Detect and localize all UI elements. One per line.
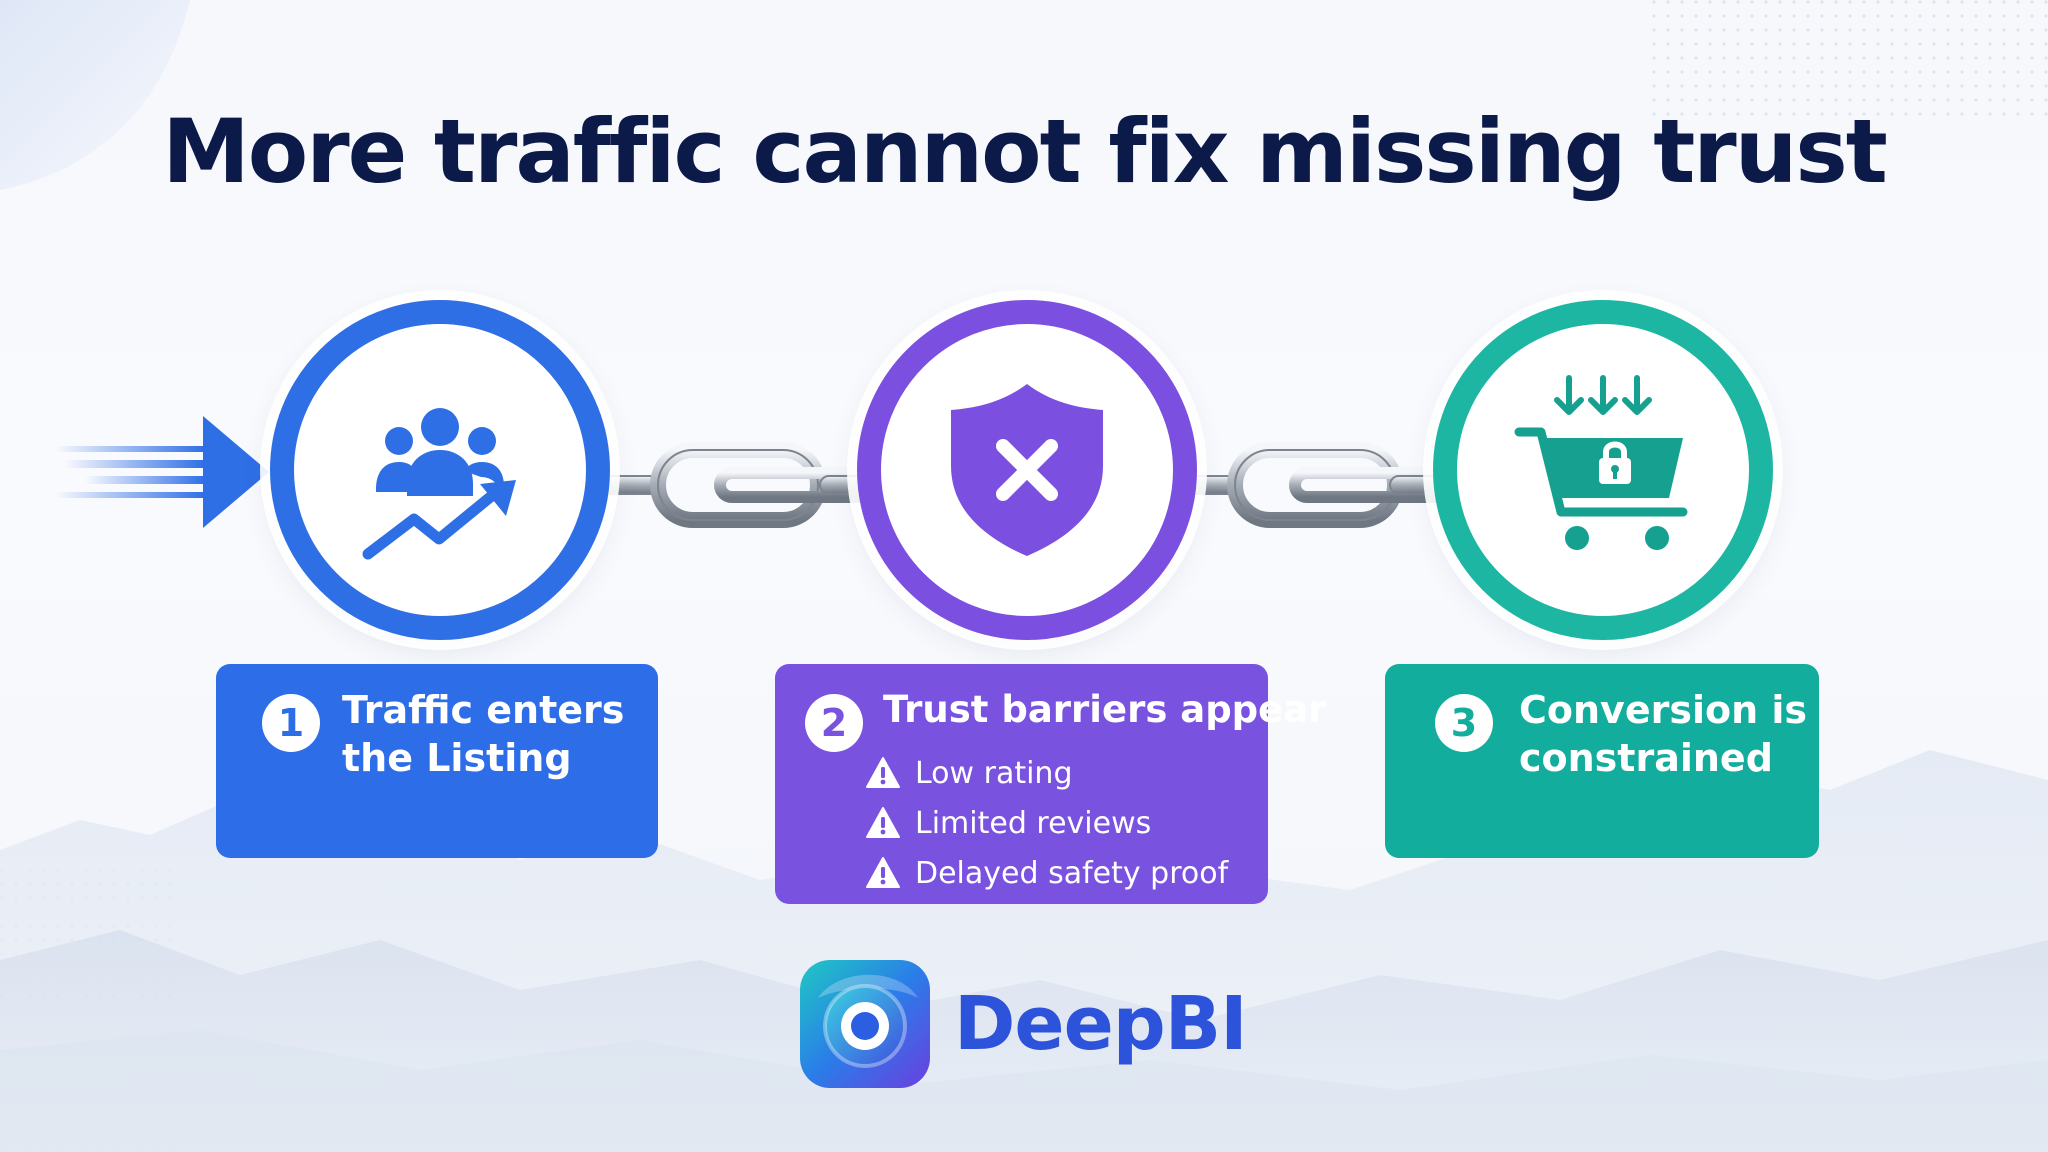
- page-title: More traffic cannot fix missing trust: [162, 100, 1888, 203]
- list-item: Low rating: [865, 748, 1228, 798]
- list-item: Delayed safety proof: [865, 848, 1228, 898]
- deepbi-logo-icon: [800, 960, 930, 1088]
- audience-growth-icon: [357, 408, 516, 565]
- trust-barrier-list: Low rating Limited reviews Delayed safet…: [865, 748, 1228, 898]
- chain-link-icon: [1180, 442, 1450, 528]
- brand-name: DeepBI: [954, 981, 1248, 1067]
- shield-x-icon: [951, 384, 1103, 556]
- step-2-label: Trust barriers appear: [883, 688, 1327, 731]
- barrier-label: Delayed safety proof: [915, 855, 1229, 891]
- step-number-badge: 1: [262, 694, 320, 752]
- step-1-circle: [270, 300, 610, 640]
- step-2-card: 2 Trust barriers appear Low rating Limit…: [775, 664, 1327, 904]
- warning-icon: [866, 757, 900, 788]
- step-1-card: 1 Traffic enters the Listing: [216, 664, 658, 858]
- step-number-badge: 3: [1435, 694, 1493, 752]
- step-3-circle: [1433, 300, 1773, 640]
- step-3-card: 3 Conversion is constrained: [1385, 664, 1819, 858]
- step-1-label: Traffic enters the Listing: [342, 688, 625, 780]
- warning-icon: [866, 807, 900, 838]
- step-number-badge: 2: [805, 694, 863, 752]
- step-2-circle: [857, 300, 1197, 640]
- chain-link-icon: [600, 442, 880, 528]
- barrier-label: Limited reviews: [915, 805, 1152, 841]
- incoming-traffic-arrow-icon: [55, 416, 269, 528]
- list-item: Limited reviews: [865, 798, 1228, 848]
- barrier-label: Low rating: [915, 755, 1073, 791]
- locked-cart-icon: [1514, 375, 1688, 550]
- brand-logo: DeepBI: [798, 958, 1248, 1090]
- step-3-label: Conversion is constrained: [1519, 688, 1808, 780]
- warning-icon: [866, 857, 900, 888]
